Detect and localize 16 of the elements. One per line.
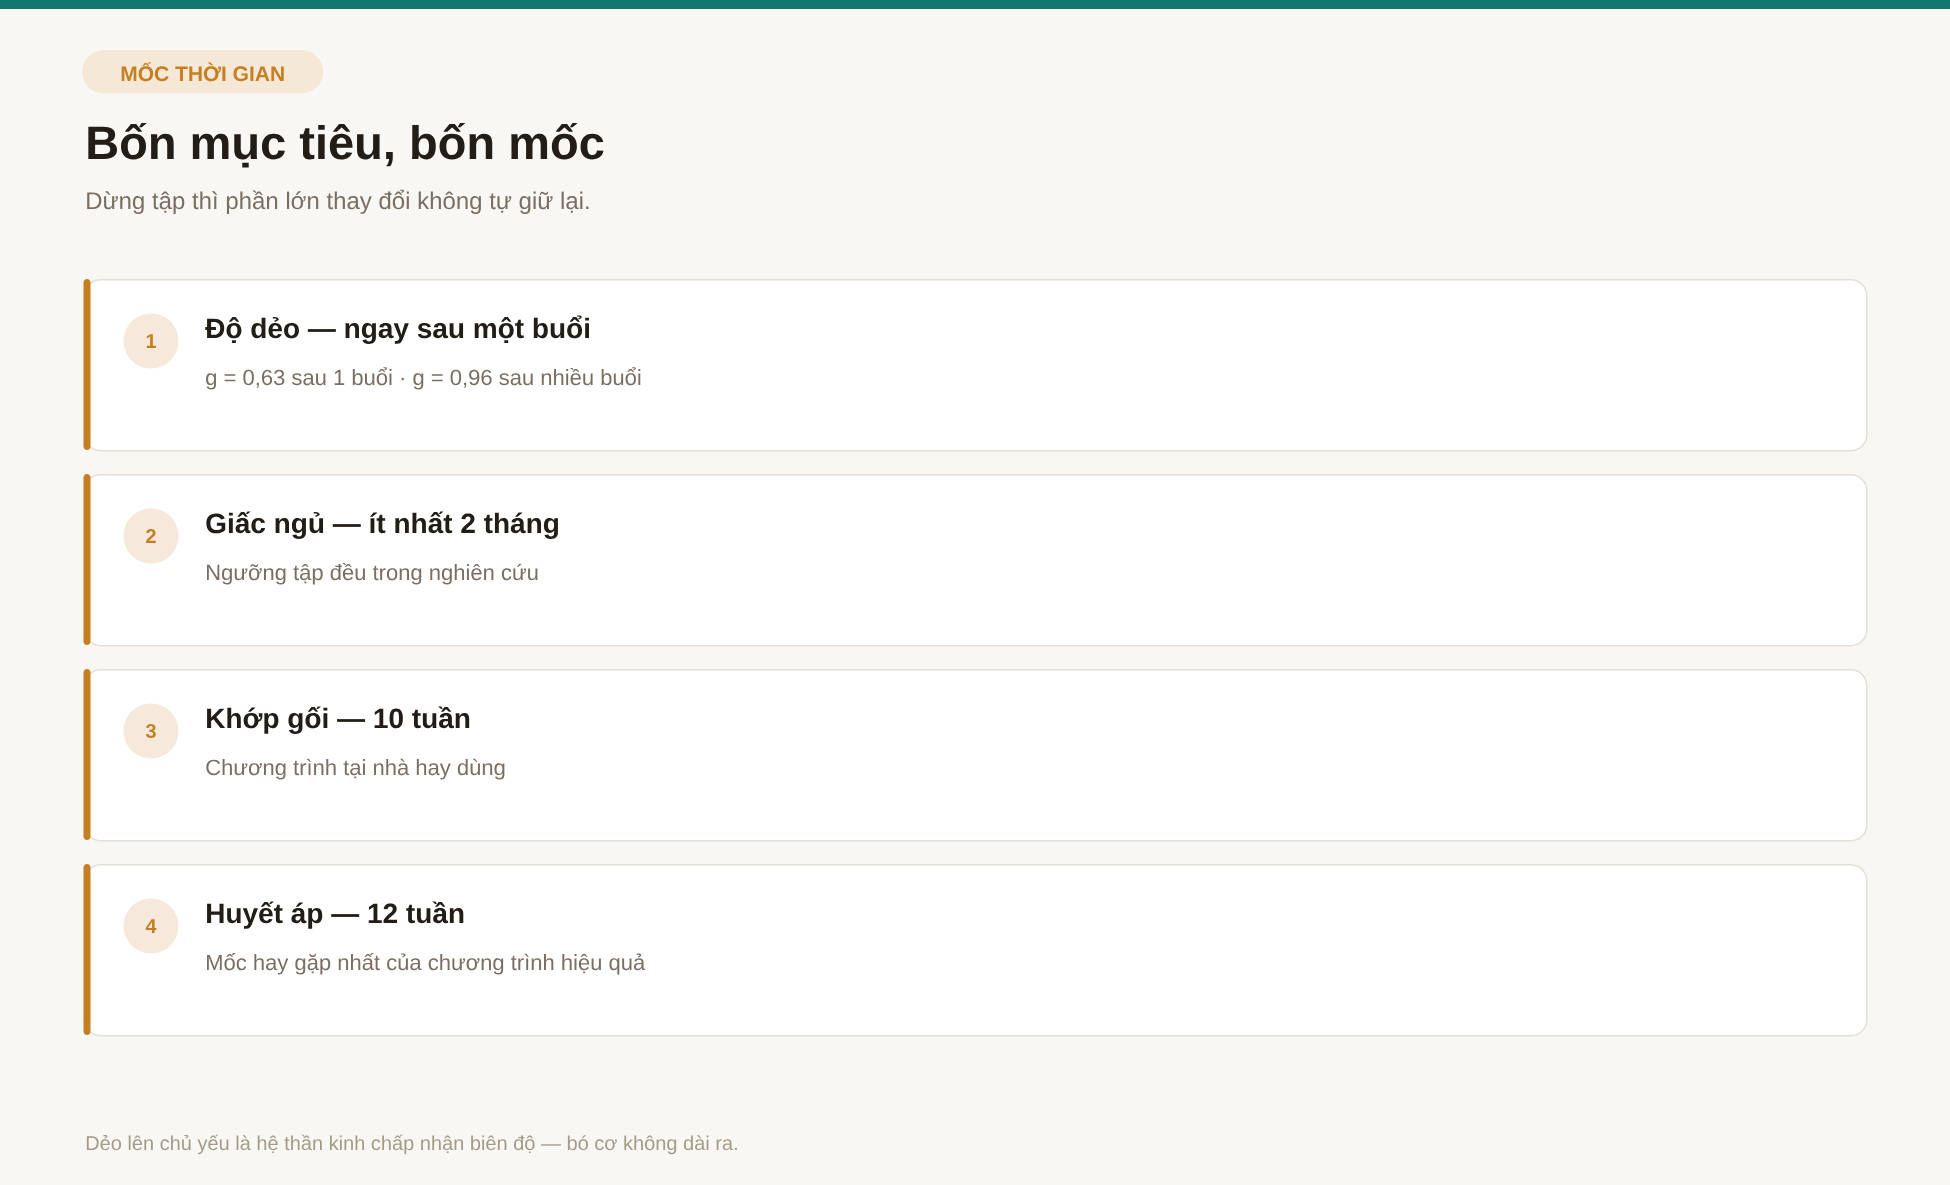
footnote: Dẻo lên chủ yếu là hệ thần kinh chấp nhận biên độ — bó cơ không dài ra. (86, 1134, 737, 1155)
subtitle: Dừng tập thì phần lớn thay đổi không tự giữ lại. (87, 189, 589, 214)
number-badge: 2 (123, 508, 179, 564)
card-description: Ngưỡng tập đều trong nghiên cứu (207, 563, 538, 585)
card-heading: Khớp gối — 10 tuần (207, 706, 470, 734)
number-badge: 4 (123, 898, 179, 954)
tag-pill: MỐC THỜI GIAN (82, 50, 324, 94)
card-description: Mốc hay gặp nhất của chương trình hiệu quả (207, 953, 646, 975)
card-description: g = 0,63 sau 1 buổi · g = 0,96 sau nhiều buổi (206, 367, 641, 390)
card-heading: Độ dẻo — ngay sau một buổi (205, 315, 589, 344)
card-description: Chương trình tại nhà hay dùng (206, 758, 505, 780)
card-heading: Giấc ngủ — ít nhất 2 tháng (206, 511, 558, 539)
card-heading: Huyết áp — 12 tuần (207, 901, 464, 929)
title: Bốn mục tiêu, bốn mốc (88, 122, 604, 168)
number-badge: 3 (123, 703, 179, 759)
number-badge: 1 (123, 313, 179, 369)
